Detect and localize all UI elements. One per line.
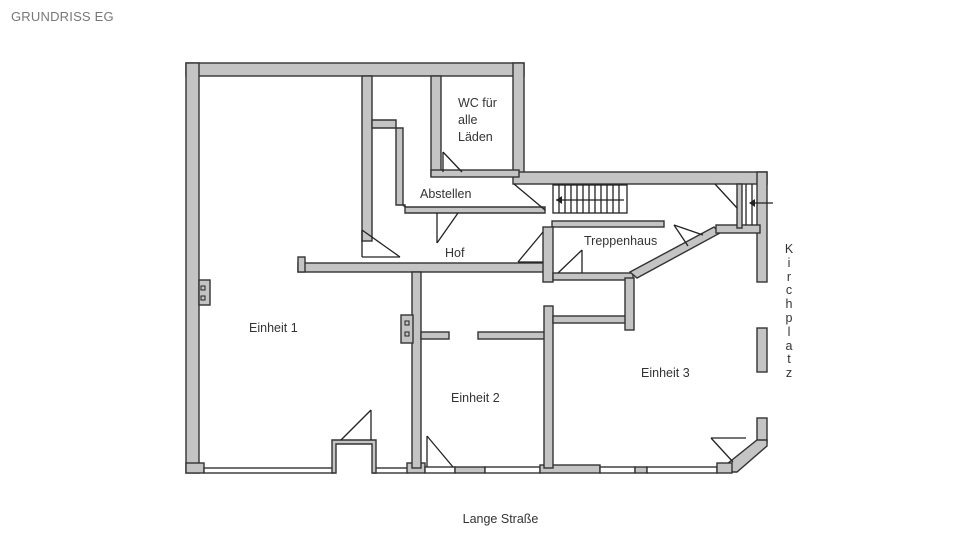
street-letter: l	[787, 324, 791, 339]
room-label-hof: Hof	[445, 246, 465, 260]
room-label-einheit-2: Einheit 2	[451, 391, 500, 405]
wall-column	[542, 226, 554, 283]
wall-e3-upper-v	[624, 277, 635, 331]
room-label-einheit-1: Einheit 1	[249, 321, 298, 335]
wall-e1-e2	[411, 271, 422, 469]
wall-bottom-10	[634, 466, 648, 474]
wall-bottom-9	[599, 466, 636, 474]
stair-arrow-icon	[556, 196, 562, 204]
wall-bottom-7	[484, 466, 541, 474]
wall-hof-bottom	[297, 262, 551, 273]
street-letter: z	[785, 366, 793, 381]
street-label-right: K i r c h p l a t z	[782, 242, 796, 381]
wall-wc-left	[430, 75, 442, 177]
room-label-treppenhaus: Treppenhaus	[584, 234, 657, 248]
street-letter: t	[787, 352, 791, 367]
wall-bottom-11	[646, 466, 718, 474]
wall-wc-right	[512, 62, 525, 176]
wall-e3-upper	[552, 315, 634, 324]
wall-bottom-3	[372, 467, 409, 474]
wall-bottom-1	[185, 462, 205, 474]
wall-bottom-6	[454, 466, 486, 474]
wall-e2-top-right	[477, 331, 546, 340]
street-letter: h	[785, 297, 793, 312]
street-letter: r	[786, 269, 792, 284]
room-label-wc-line-2: alle	[458, 113, 478, 127]
wall-top-right	[512, 171, 768, 185]
wall-corner-chamfer	[726, 439, 768, 473]
wall-right-mid	[756, 327, 768, 373]
wall-top-left	[185, 62, 525, 77]
chimney-mid	[400, 314, 414, 344]
street-letter: a	[785, 338, 793, 353]
chimney-left	[198, 279, 211, 306]
street-label-bottom: Lange Straße	[462, 512, 539, 526]
wall-treppenhaus-bottom	[552, 272, 634, 281]
wall-wc-bottom	[430, 169, 520, 178]
street-letter: K	[784, 242, 794, 256]
wall-bottom-2	[203, 467, 335, 474]
entrance-arrow-icon	[749, 199, 755, 207]
wall-interior-1	[361, 75, 373, 242]
page-title: GRUNDRISS EG	[11, 9, 114, 24]
street-letter: p	[785, 310, 793, 325]
room-label-einheit-3: Einheit 3	[641, 366, 690, 380]
wall-stair-rail	[551, 220, 665, 228]
wall-stair-right-post	[736, 183, 743, 229]
wall-bottom-5	[424, 466, 456, 474]
wall-entrance-nook	[331, 439, 377, 474]
wall-left	[185, 62, 200, 474]
wall-bottom-12	[716, 462, 733, 474]
wall-hof-stub	[297, 256, 306, 273]
room-label-abstellen: Abstellen	[420, 187, 471, 201]
room-label-wc-line-3: Läden	[458, 130, 493, 144]
street-letter: i	[787, 255, 791, 270]
street-letter: c	[785, 283, 793, 298]
wall-e2-e3	[543, 305, 554, 469]
wall-right-low	[756, 417, 768, 443]
room-label-wc-line-1: WC für	[458, 96, 497, 110]
wall-e2-top-left	[420, 331, 450, 340]
